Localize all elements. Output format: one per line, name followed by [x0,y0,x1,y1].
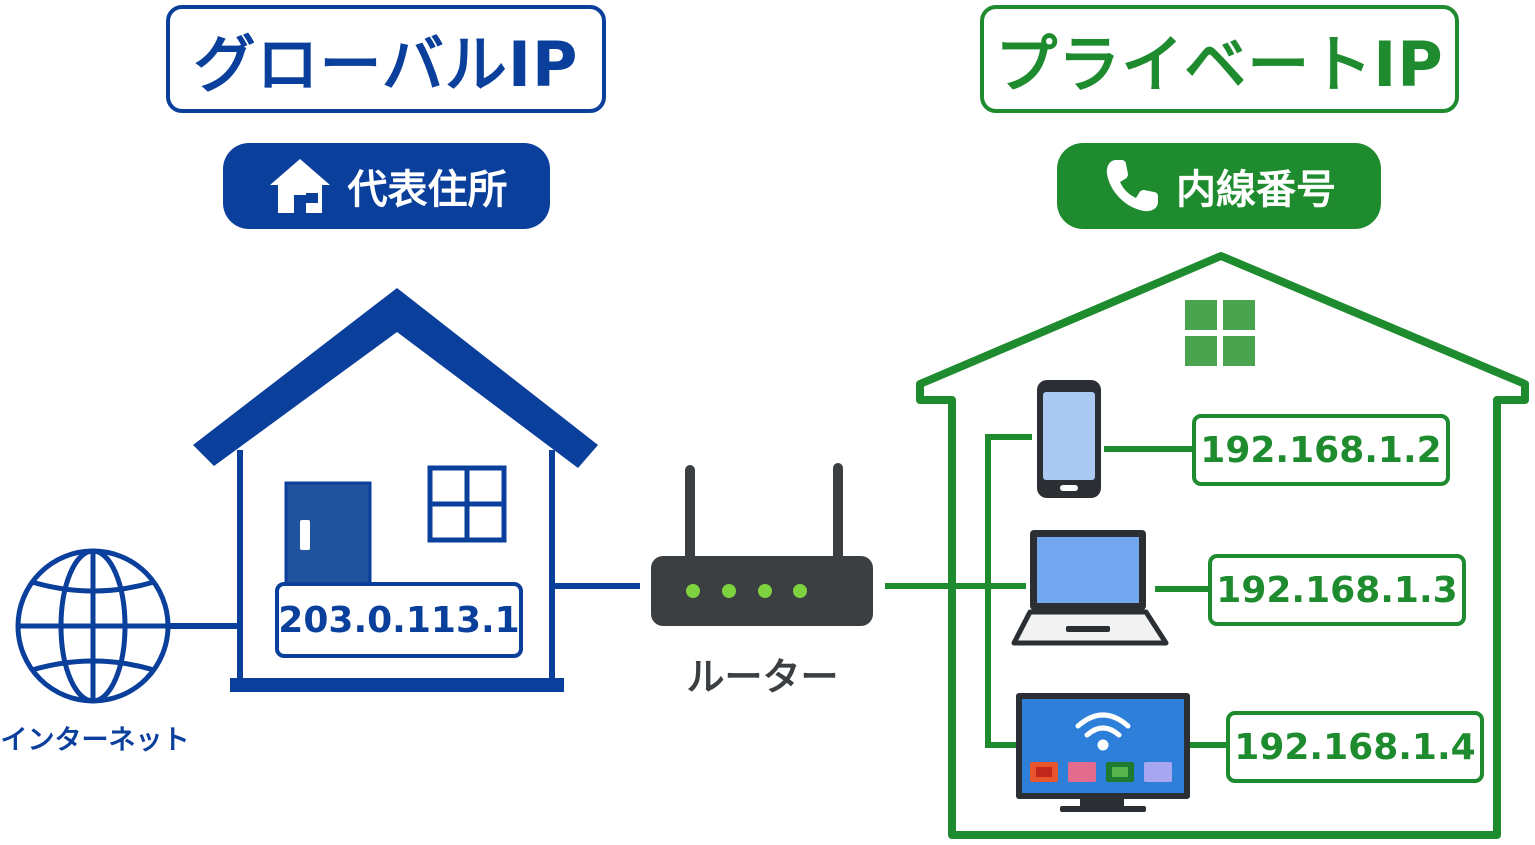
window-icon [427,465,507,543]
device-ip-phone: 192.168.1.2 [1192,414,1450,486]
door-icon [284,481,372,595]
smartphone-icon [1037,380,1101,498]
global-house-icon [193,288,598,692]
device-ip-laptop-value: 192.168.1.3 [1216,569,1458,611]
phone-icon [1106,160,1158,212]
device-ip-tv-value: 192.168.1.4 [1234,726,1476,768]
device-bus-line [985,434,1032,748]
private-badge-label: 内線番号 [1176,167,1336,213]
global-ip-title: グローバルIP [166,5,606,113]
device-ip-tv: 192.168.1.4 [1226,711,1484,783]
private-house-icon [916,252,1529,839]
global-ip-address: 203.0.113.1 [275,582,523,658]
internet-label: インターネット [0,725,190,756]
global-badge: 代表住所 [223,143,550,229]
router-label: ルーター [686,655,839,699]
global-badge-label: 代表住所 [347,167,508,213]
laptop-icon [1011,530,1169,646]
private-ip-title-text: プライベートIP [995,28,1444,101]
global-ip-title-text: グローバルIP [193,28,579,101]
device-ip-laptop: 192.168.1.3 [1208,554,1466,626]
device-ip-phone-value: 192.168.1.2 [1200,429,1442,471]
house-icon [269,159,330,213]
private-ip-title: プライベートIP [980,5,1459,113]
global-ip-value: 203.0.113.1 [278,599,520,641]
globe-icon [15,548,171,704]
wifi-icon [1075,712,1131,751]
router-icon [651,463,873,626]
tv-icon [1016,693,1190,812]
private-badge: 内線番号 [1057,143,1381,229]
green-window-icon [1185,300,1255,366]
